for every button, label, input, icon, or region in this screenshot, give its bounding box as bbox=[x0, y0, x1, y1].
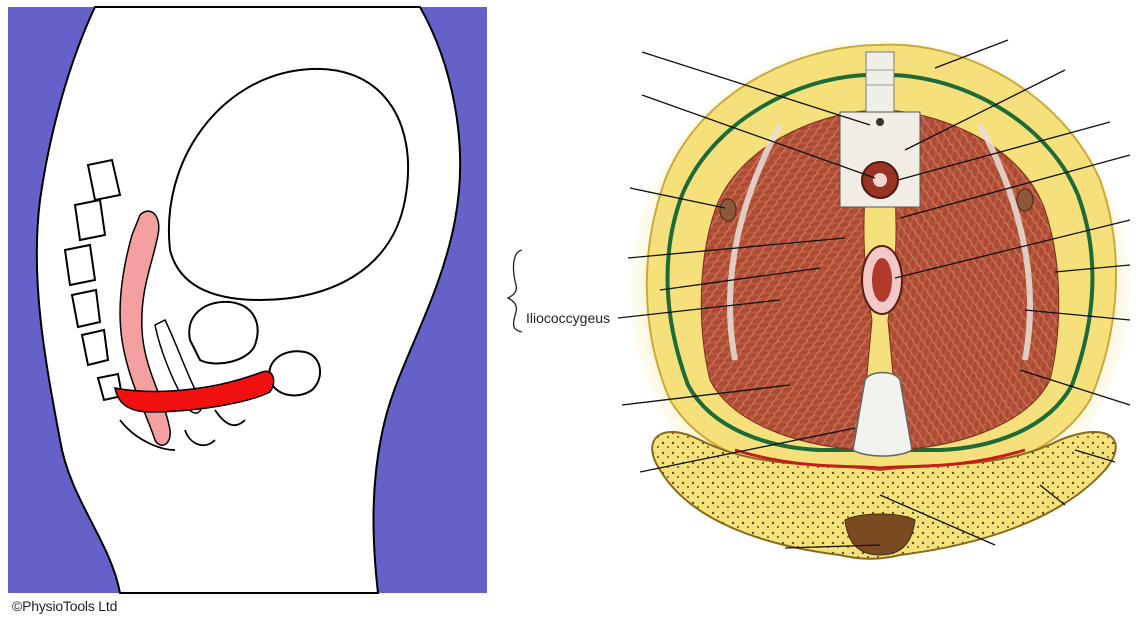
obturator-canal-right bbox=[1017, 189, 1033, 211]
sacrum-segment bbox=[65, 245, 95, 285]
bladder-outline bbox=[189, 302, 257, 364]
sacrum-segment bbox=[75, 200, 105, 240]
pelvic-floor-inferior-view bbox=[508, 40, 1130, 559]
iliococcygeus-label: Iliococcygeus bbox=[526, 310, 610, 326]
pubic-symphysis bbox=[866, 52, 894, 112]
label-brace bbox=[508, 250, 522, 332]
urethra-lumen bbox=[873, 173, 887, 187]
obturator-canal-left bbox=[720, 199, 736, 221]
sacrum-segment bbox=[72, 290, 100, 327]
dorsal-vein-dot bbox=[876, 118, 884, 126]
copyright-text: ©PhysioTools Ltd bbox=[12, 598, 117, 614]
sagittal-pelvis-drawing bbox=[8, 7, 487, 593]
pubic-bone bbox=[269, 351, 320, 395]
anal-canal-inner bbox=[872, 258, 892, 302]
